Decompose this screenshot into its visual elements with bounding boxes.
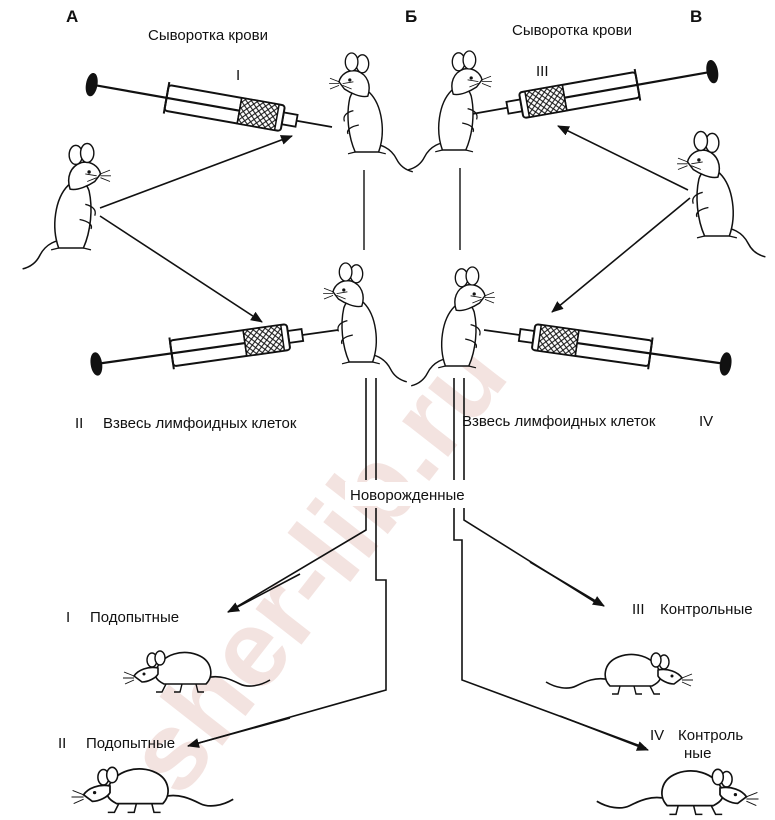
syringe-iii — [469, 55, 720, 130]
group-i-numeral: I — [66, 609, 70, 626]
corner-label-b: Б — [405, 7, 417, 26]
mouse-b-top-right — [408, 51, 492, 170]
serum-title-left: Сыворотка крови — [148, 27, 268, 44]
corner-label-a: А — [66, 7, 78, 26]
group-i-label: Подопытные — [90, 609, 179, 626]
syringe-iv — [482, 314, 733, 380]
syringe-numeral-i: I — [236, 67, 240, 84]
suspension-title-left: Взвесь лимфоидных клеток — [103, 415, 297, 432]
donor-mouse-right — [677, 132, 765, 257]
group-iv-numeral: IV — [650, 727, 664, 744]
syringe-numeral-iii: III — [536, 63, 549, 80]
syringe-ii — [89, 314, 340, 380]
arrow-donor-to-syringe-i — [100, 136, 292, 208]
group-iv-label-line2: ные — [684, 745, 711, 762]
newborn-label: Новорожденные — [350, 487, 465, 504]
group-iii-numeral: III — [632, 601, 645, 618]
group-iii-label: Контрольные — [660, 601, 753, 618]
group-ii-label: Подопытные — [86, 735, 175, 752]
arrow-to-group-iv — [560, 716, 648, 750]
mouse-b-top-left — [329, 53, 413, 172]
arrow-donor-to-syringe-iii — [558, 126, 688, 190]
suspension-numeral-iv: IV — [699, 413, 713, 430]
arrow-donor-to-syringe-ii — [100, 216, 262, 322]
suspension-title-right: Взвесь лимфоидных клеток — [462, 413, 656, 430]
donor-mouse-left — [23, 144, 111, 269]
offspring-mouse-group-iv — [597, 769, 759, 814]
corner-label-v: В — [690, 7, 702, 26]
syringe-i — [84, 68, 335, 143]
serum-title-right: Сыворотка крови — [512, 22, 632, 39]
group-iv-label-line1: Контроль — [678, 727, 743, 744]
group-ii-numeral: II — [58, 735, 66, 752]
arrow-to-group-iii — [530, 562, 604, 606]
offspring-mouse-group-iii — [546, 653, 693, 694]
arrow-donor-to-syringe-iv — [552, 198, 690, 312]
suspension-numeral-ii: II — [75, 415, 83, 432]
